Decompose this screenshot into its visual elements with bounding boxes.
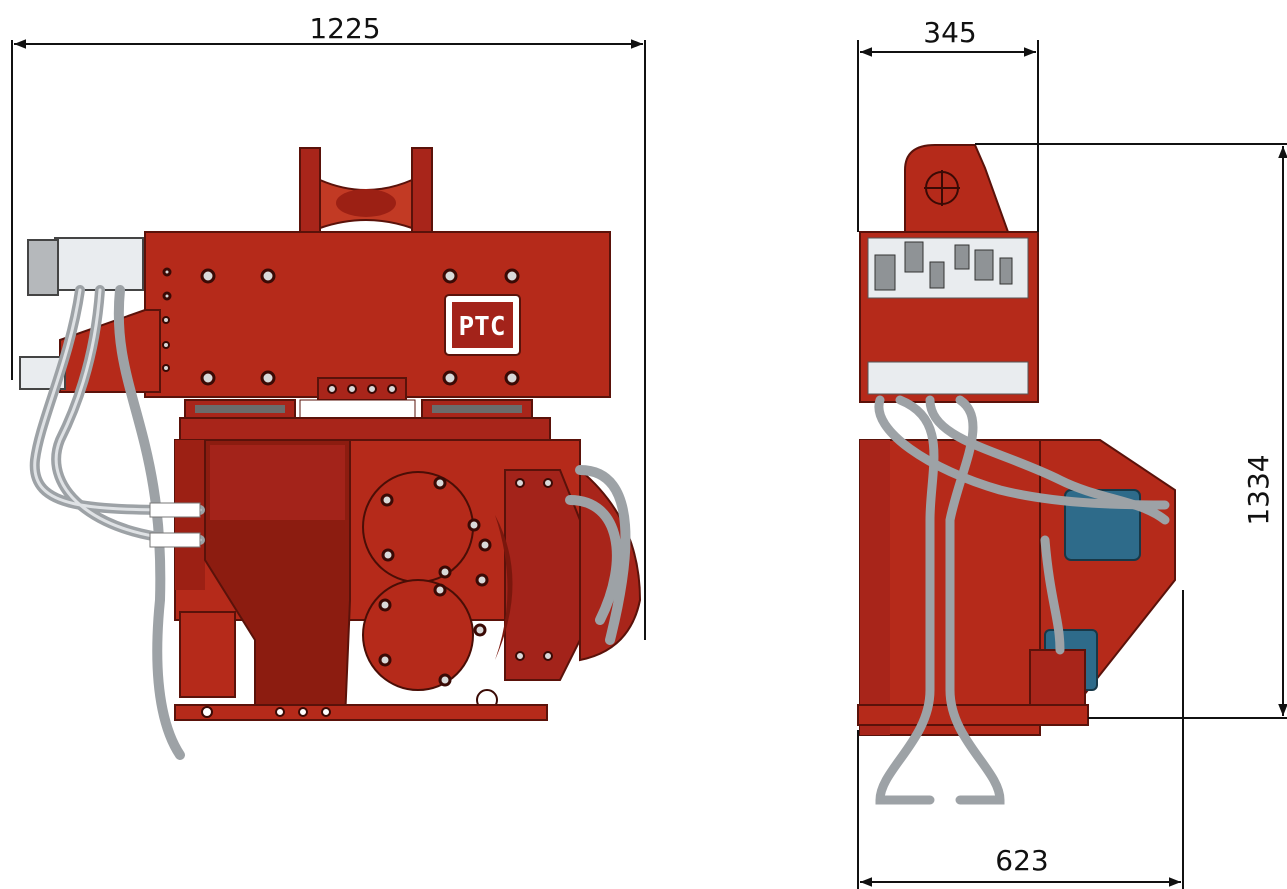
- side-view: [857, 144, 1176, 805]
- side-base-plate: [857, 704, 1089, 726]
- dimension-base-width: 623: [995, 844, 1048, 877]
- frame-plate: [179, 417, 551, 441]
- housing-bolts: [162, 267, 520, 386]
- front-view: PTC: [19, 147, 642, 760]
- dimension-side-depth: 345: [923, 16, 976, 49]
- dimension-lines: [11, 39, 1287, 889]
- clamp-block-right: [504, 469, 581, 681]
- valve-block-left: [19, 237, 170, 393]
- motor-housing-right: [579, 467, 642, 662]
- svg-text:PTC: PTC: [459, 312, 506, 342]
- base-plate: [174, 704, 548, 721]
- upper-housing: [144, 231, 611, 398]
- ptc-logo: PTC: [444, 294, 521, 356]
- dimension-front-width: 1225: [309, 12, 380, 45]
- disc-bolts: [378, 476, 492, 687]
- strip-bolts: [327, 384, 397, 394]
- lifting-roller: [299, 147, 433, 239]
- lower-left-block: [179, 611, 236, 698]
- hoses-side: [874, 395, 1170, 805]
- dimension-height: 1334: [1242, 454, 1275, 525]
